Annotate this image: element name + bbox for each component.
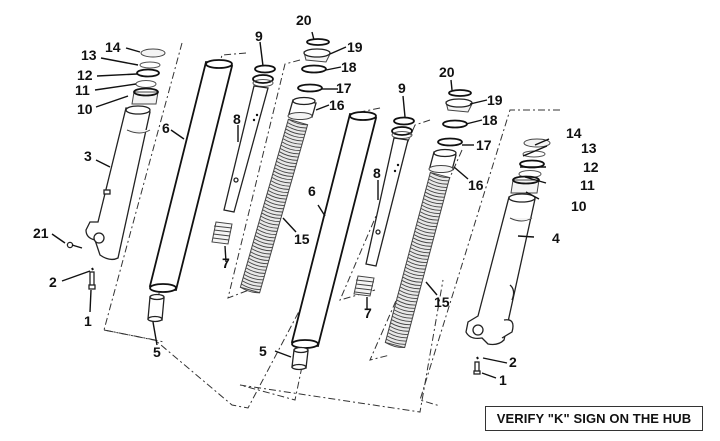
- callout-6-right: 6: [308, 183, 316, 199]
- outline-left-bottom: [103, 299, 306, 409]
- callout-15-right: 15: [434, 294, 450, 310]
- callout-18-left: 18: [341, 59, 357, 75]
- damper-rod-right[interactable]: [365, 137, 409, 267]
- callout-10-left: 10: [77, 101, 93, 117]
- callout-1-right: 1: [499, 372, 507, 388]
- callout-15-left: 15: [294, 231, 310, 247]
- oring-upper-right[interactable]: [442, 119, 468, 129]
- callout-1-left: 1: [84, 313, 92, 329]
- callout-8-right: 8: [373, 165, 381, 181]
- washer-left[interactable]: [139, 61, 161, 69]
- spring-right[interactable]: [384, 171, 451, 349]
- callout-14-right: 14: [566, 125, 582, 141]
- circlip-right[interactable]: [448, 89, 472, 97]
- callout-21: 21: [33, 225, 49, 241]
- callout-7-right: 7: [364, 305, 372, 321]
- callout-9-left: 9: [255, 28, 263, 44]
- callout-3: 3: [84, 148, 92, 164]
- seal-right[interactable]: [391, 116, 415, 139]
- oring-left[interactable]: [136, 68, 160, 78]
- right-fork-leg[interactable]: [465, 193, 536, 346]
- callout-12-right: 12: [583, 159, 599, 175]
- callout-2-left: 2: [49, 274, 57, 290]
- damper-rod-left[interactable]: [223, 85, 269, 213]
- callout-9-right: 9: [398, 80, 406, 96]
- screw[interactable]: [66, 241, 83, 249]
- spacer-left[interactable]: [287, 96, 317, 120]
- bolt-bottom-left[interactable]: [88, 267, 96, 290]
- rebound-spring-left[interactable]: [211, 221, 233, 245]
- callout-16-left: 16: [329, 97, 345, 113]
- oring-lower-right[interactable]: [437, 137, 463, 147]
- top-cap-right[interactable]: [445, 98, 473, 113]
- callout-18-right: 18: [482, 112, 498, 128]
- callout-7-left: 7: [222, 255, 230, 271]
- callout-11-right: 11: [580, 177, 595, 193]
- callout-20-left: 20: [296, 12, 312, 28]
- callout-5-right: 5: [259, 343, 267, 359]
- outline-right-leg: [419, 109, 560, 407]
- callout-labels: 14 13 12 11 10 3 21 2 1 6 5 9 8 7 20 19 …: [33, 12, 599, 388]
- callout-17-right: 17: [476, 137, 492, 153]
- cap-left[interactable]: [140, 48, 166, 58]
- left-top-stack: [131, 48, 166, 105]
- outline-left-rod: [227, 59, 301, 299]
- stanchion-left[interactable]: [148, 59, 234, 293]
- callout-6-left: 6: [162, 120, 170, 136]
- callout-2-right: 2: [509, 354, 517, 370]
- callout-5-left: 5: [153, 344, 161, 360]
- circlip-left[interactable]: [306, 38, 330, 46]
- spring-left[interactable]: [239, 118, 309, 294]
- left-fork-leg[interactable]: [85, 105, 151, 261]
- callout-14-left: 14: [105, 39, 121, 55]
- callout-13-left: 13: [81, 47, 97, 63]
- spacer-right[interactable]: [428, 148, 457, 173]
- right-top-stack: [510, 138, 551, 194]
- ring-left[interactable]: [135, 80, 157, 88]
- leader-lines: [51, 31, 550, 379]
- callout-10-right: 10: [571, 198, 587, 214]
- note-verify-k-sign: VERIFY "K" SIGN ON THE HUB: [485, 406, 703, 431]
- oring-upper-left[interactable]: [301, 64, 327, 74]
- bushing-right[interactable]: [291, 346, 309, 371]
- callout-20-right: 20: [439, 64, 455, 80]
- rebound-spring-right[interactable]: [353, 275, 375, 297]
- callout-4: 4: [552, 230, 560, 246]
- oring-lower-left[interactable]: [297, 83, 323, 93]
- callout-12-left: 12: [77, 67, 93, 83]
- seal-left[interactable]: [252, 64, 276, 87]
- bolt-bottom-right[interactable]: [473, 356, 481, 375]
- callout-16-right: 16: [468, 177, 484, 193]
- callout-13-right: 13: [581, 140, 597, 156]
- callout-17-left: 17: [336, 80, 352, 96]
- callout-19-left: 19: [347, 39, 363, 55]
- top-cap-left[interactable]: [303, 48, 331, 63]
- callout-8-left: 8: [233, 111, 241, 127]
- stanchion-right[interactable]: [290, 111, 378, 349]
- callout-19-right: 19: [487, 92, 503, 108]
- callout-11-left: 11: [75, 82, 90, 98]
- bushing-left[interactable]: [147, 293, 165, 323]
